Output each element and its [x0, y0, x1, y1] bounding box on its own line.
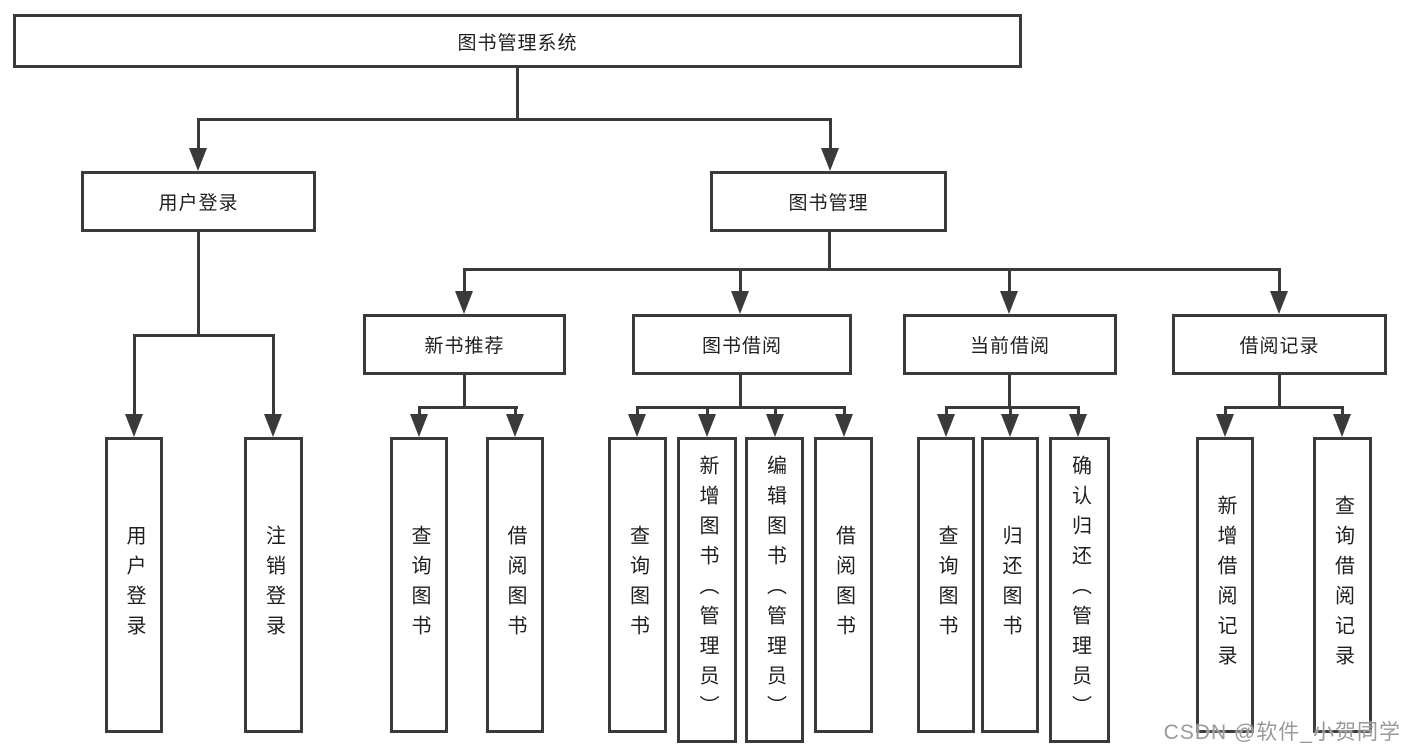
connector-new-books-drop: [463, 268, 466, 292]
connector-borrowing-drop: [739, 268, 742, 292]
leaf-query-books-borrowing: 查询图书: [608, 437, 667, 733]
node-user-login-label: 用户登录: [158, 193, 239, 214]
arrow-down-icon: [731, 291, 749, 314]
arrow-down-icon: [821, 148, 839, 171]
connector-records-drop: [1278, 268, 1281, 292]
connector-leaf-drop: [774, 406, 777, 418]
leaf-return-books-label: 归还图书: [999, 525, 1021, 645]
watermark: CSDN @软件_小贺同学: [1163, 721, 1401, 744]
arrow-down-icon: [1001, 414, 1019, 437]
leaf-confirm-return-admin-label: 确认归还（管理员）: [1068, 455, 1091, 725]
connector-leaf-drop: [418, 406, 421, 418]
node-book-borrow-label: 图书借阅: [701, 336, 782, 357]
node-new-book-recommend: 新书推荐: [363, 314, 566, 375]
arrow-down-icon: [506, 414, 524, 437]
leaf-return-books: 归还图书: [981, 437, 1039, 733]
arrow-down-icon: [766, 414, 784, 437]
connector-current-stem: [1008, 375, 1011, 408]
leaf-edit-book-admin: 编辑图书（管理员）: [745, 437, 804, 743]
connector-leaf-drop: [636, 406, 639, 418]
node-new-book-recommend-label: 新书推荐: [424, 336, 505, 357]
connector-leaf-drop: [1341, 406, 1344, 418]
leaf-confirm-return-admin: 确认归还（管理员）: [1049, 437, 1110, 743]
leaf-add-borrow-record-label: 新增借阅记录: [1214, 495, 1236, 675]
node-current-borrow-label: 当前借阅: [969, 336, 1050, 357]
leaf-query-borrow-record: 查询借阅记录: [1313, 437, 1372, 733]
connector-leaf-drop: [1224, 406, 1227, 418]
connector-borrowing-stem: [739, 375, 742, 408]
connector-user-login-rail: [133, 334, 275, 337]
leaf-user-login: 用户登录: [105, 437, 163, 733]
arrow-down-icon: [1069, 414, 1087, 437]
arrow-down-icon: [1000, 291, 1018, 314]
arrow-down-icon: [264, 414, 282, 437]
leaf-query-borrow-record-label: 查询借阅记录: [1331, 495, 1354, 675]
node-borrow-records: 借阅记录: [1172, 314, 1387, 375]
connector-borrowing-rail: [636, 406, 846, 409]
connector-user-login-drop: [197, 118, 200, 150]
leaf-logout: 注销登录: [244, 437, 303, 733]
connector-leaf-drop: [514, 406, 517, 418]
node-borrow-records-label: 借阅记录: [1239, 336, 1320, 357]
connector-current-drop: [1008, 268, 1011, 292]
arrow-down-icon: [937, 414, 955, 437]
connector-level2-rail: [197, 118, 832, 121]
leaf-add-borrow-record: 新增借阅记录: [1196, 437, 1254, 733]
leaf-add-book-admin: 新增图书（管理员）: [677, 437, 737, 743]
leaf-borrow-books-recommend: 借阅图书: [486, 437, 544, 733]
arrow-down-icon: [1270, 291, 1288, 314]
connector-new-books-stem: [463, 375, 466, 408]
arrow-down-icon: [1216, 414, 1234, 437]
leaf-query-books-recommend-label: 查询图书: [408, 525, 430, 645]
node-root-label: 图书管理系统: [457, 32, 578, 54]
leaf-user-login-label: 用户登录: [123, 525, 145, 645]
arrow-down-icon: [698, 414, 716, 437]
leaf-add-book-admin-label: 新增图书（管理员）: [696, 455, 718, 725]
leaf-logout-label: 注销登录: [262, 525, 285, 645]
connector-book-mgmt-drop: [829, 118, 832, 150]
node-root: 图书管理系统: [13, 14, 1022, 68]
leaf-borrow-books-recommend-label: 借阅图书: [504, 525, 526, 645]
node-book-borrow: 图书借阅: [632, 314, 852, 375]
connector-leaf-drop: [945, 406, 948, 418]
node-book-management-label: 图书管理: [788, 193, 869, 214]
node-user-login: 用户登录: [81, 171, 316, 232]
arrow-down-icon: [189, 148, 207, 171]
connector-leaf-drop: [133, 334, 136, 415]
leaf-borrow-books-borrowing: 借阅图书: [814, 437, 873, 733]
connector-leaf-drop: [272, 334, 275, 415]
leaf-borrow-books-borrowing-label: 借阅图书: [832, 525, 855, 645]
arrow-down-icon: [455, 291, 473, 314]
node-book-management: 图书管理: [710, 171, 947, 232]
leaf-query-books-recommend: 查询图书: [390, 437, 448, 733]
node-current-borrow: 当前借阅: [903, 314, 1117, 375]
arrow-down-icon: [125, 414, 143, 437]
connector-leaf-drop: [1009, 406, 1012, 418]
connector-user-login-stem: [197, 232, 200, 337]
arrow-down-icon: [628, 414, 646, 437]
connector-leaf-drop: [1077, 406, 1080, 418]
leaf-edit-book-admin-label: 编辑图书（管理员）: [763, 455, 786, 725]
connector-leaf-drop: [843, 406, 846, 418]
connector-records-rail: [1224, 406, 1344, 409]
connector-root-stem: [516, 68, 519, 119]
connector-level3-rail: [463, 268, 1281, 271]
connector-current-rail: [945, 406, 1080, 409]
arrow-down-icon: [1333, 414, 1351, 437]
arrow-down-icon: [835, 414, 853, 437]
connector-leaf-drop: [706, 406, 709, 418]
arrow-down-icon: [410, 414, 428, 437]
leaf-query-books-current: 查询图书: [917, 437, 975, 733]
connector-book-mgmt-stem: [828, 232, 831, 269]
connector-new-books-rail: [418, 406, 518, 409]
leaf-query-books-borrowing-label: 查询图书: [626, 525, 649, 645]
connector-records-stem: [1278, 375, 1281, 408]
leaf-query-books-current-label: 查询图书: [935, 525, 957, 645]
